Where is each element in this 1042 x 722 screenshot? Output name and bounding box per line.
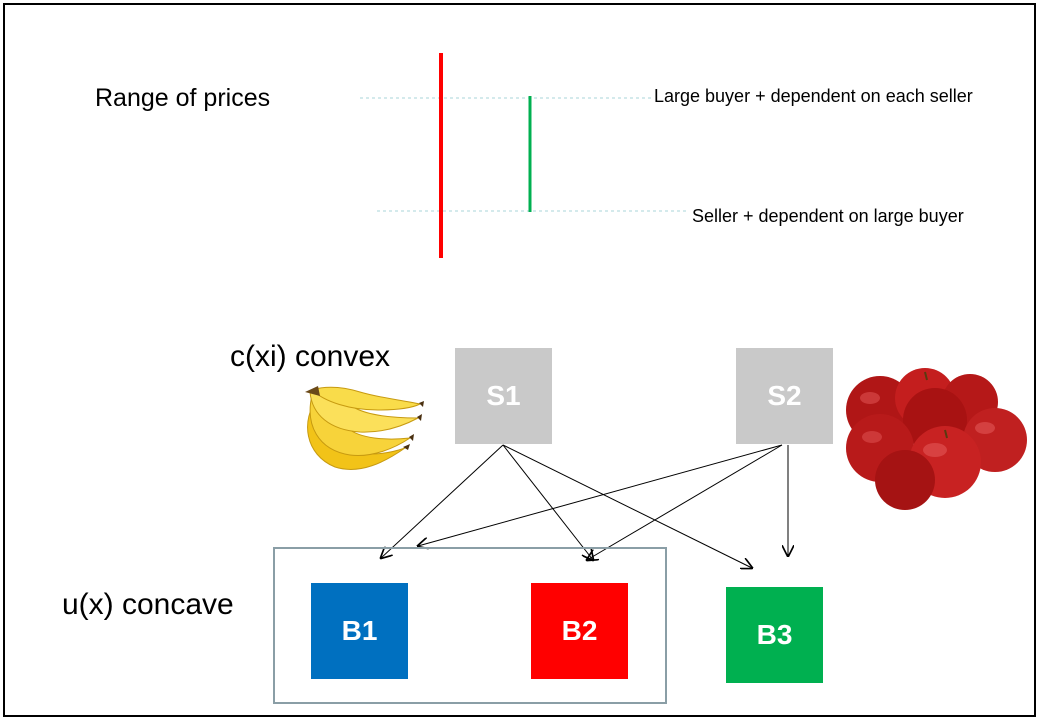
seller-dependent-label: Seller + dependent on large buyer [692,206,964,226]
apples-icon [846,368,1027,510]
edge-s1-b2 [502,444,593,560]
cost-convex-label: c(xi) convex [230,340,391,373]
edges [381,444,788,568]
buyer-group-box [273,547,667,704]
seller-s1-node: S1 [455,348,552,444]
large-buyer-label: Large buyer + dependent on each seller [654,86,973,106]
range-of-prices-label: Range of prices [95,84,271,112]
edge-s1-b1 [381,444,504,558]
slide-frame [3,3,1036,717]
utility-concave-label: u(x) concave [62,588,234,621]
edge-s2-b1 [418,444,783,546]
buyer-b2-node: B2 [531,583,628,679]
buyer-b3-node: B3 [726,587,823,683]
banana-icon [305,386,424,470]
edge-s2-b2 [587,444,783,560]
seller-s2-node: S2 [736,348,833,444]
buyer-b1-node: B1 [311,583,408,679]
edge-s1-b3 [502,444,752,568]
